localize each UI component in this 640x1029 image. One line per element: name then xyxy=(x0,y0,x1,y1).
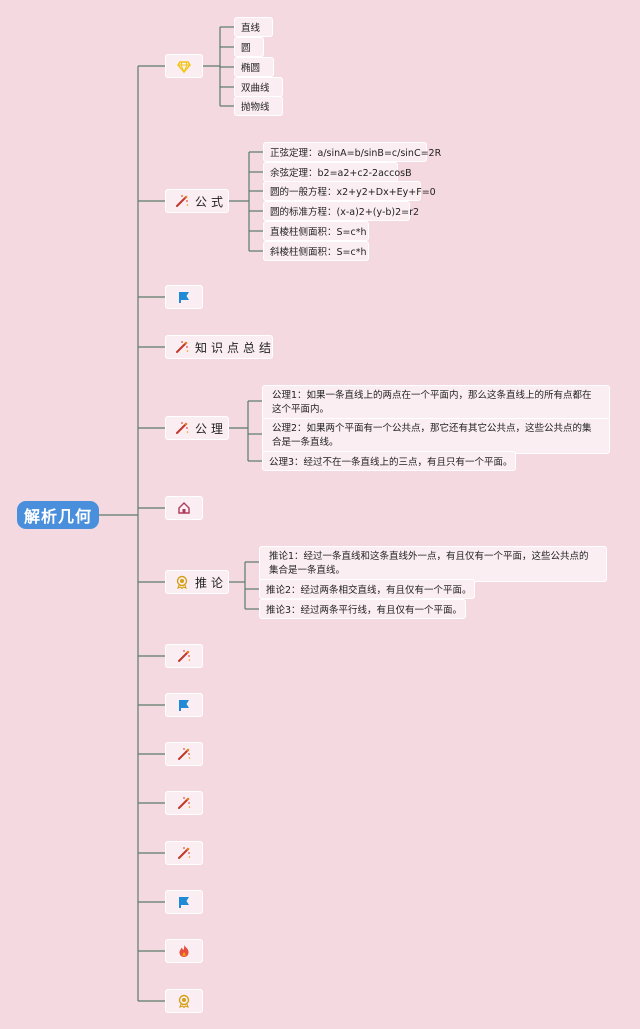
leaf-node[interactable]: 直线 xyxy=(234,17,273,37)
leaf-node[interactable]: 公理3：经过不在一条直线上的三点，有且只有一个平面。 xyxy=(262,451,516,471)
flag-icon xyxy=(177,290,191,304)
branch-node[interactable]: 推论 xyxy=(165,570,229,594)
branch-node[interactable]: 知识点总结 xyxy=(165,335,273,359)
branch-node[interactable] xyxy=(165,285,203,309)
medal-icon xyxy=(177,994,191,1008)
branch-label: 推论 xyxy=(195,575,228,590)
leaf-node[interactable]: 圆 xyxy=(234,37,264,57)
leaf-node[interactable]: 直棱柱侧面积：S=c*h xyxy=(263,221,369,241)
magic-wand-icon xyxy=(177,649,191,663)
leaf-node[interactable]: 公理1：如果一条直线上的两点在一个平面内，那么这条直线上的所有点都在这个平面内。 xyxy=(262,385,610,421)
flag-icon xyxy=(177,698,191,712)
branch-node[interactable] xyxy=(165,841,203,865)
fire-icon xyxy=(177,944,191,958)
branch-node[interactable] xyxy=(165,989,203,1013)
branch-label: 知识点总结 xyxy=(195,340,276,355)
medal-icon xyxy=(175,575,189,589)
magic-wand-icon xyxy=(177,747,191,761)
leaf-node[interactable]: 斜棱柱侧面积：S=c*h xyxy=(263,241,369,261)
magic-wand-icon xyxy=(175,194,189,208)
leaf-node[interactable]: 抛物线 xyxy=(234,96,283,116)
leaf-node[interactable]: 推论2：经过两条相交直线，有且仅有一个平面。 xyxy=(259,579,475,599)
leaf-node[interactable]: 圆的一般方程：x2+y2+Dx+Ey+F=0 xyxy=(263,181,436,201)
branch-node[interactable]: 公理 xyxy=(165,416,229,440)
branch-node[interactable] xyxy=(165,54,203,78)
flag-icon xyxy=(177,895,191,909)
branch-node[interactable] xyxy=(165,644,203,668)
leaf-node[interactable]: 推论3：经过两条平行线，有且仅有一个平面。 xyxy=(259,599,466,619)
magic-wand-icon xyxy=(175,340,189,354)
gem-icon xyxy=(177,59,191,73)
magic-wand-icon xyxy=(177,796,191,810)
root-node[interactable]: 解析几何 xyxy=(17,501,99,529)
branch-label: 公理 xyxy=(195,421,228,436)
root-label: 解析几何 xyxy=(23,507,92,526)
magic-wand-icon xyxy=(177,846,191,860)
branch-label: 公式 xyxy=(195,194,228,209)
leaf-node[interactable]: 双曲线 xyxy=(234,77,283,97)
branch-node[interactable]: 公式 xyxy=(165,189,229,213)
leaf-node[interactable]: 椭圆 xyxy=(234,57,274,77)
leaf-node[interactable]: 余弦定理：b2=a2+c2-2accosB xyxy=(263,162,412,182)
leaf-node[interactable]: 正弦定理：a/sinA=b/sinB=c/sinC=2R xyxy=(263,142,441,162)
branch-node[interactable] xyxy=(165,496,203,520)
house-icon xyxy=(177,501,191,515)
leaf-node[interactable]: 圆的标准方程：(x-a)2+(y-b)2=r2 xyxy=(263,201,419,221)
leaf-node[interactable]: 公理2：如果两个平面有一个公共点，那它还有其它公共点，这些公共点的集合是一条直线… xyxy=(262,418,610,454)
leaf-node[interactable]: 推论1：经过一条直线和这条直线外一点，有且仅有一个平面，这些公共点的集合是一条直… xyxy=(259,546,607,582)
branch-node[interactable] xyxy=(165,742,203,766)
branch-node[interactable] xyxy=(165,939,203,963)
magic-wand-icon xyxy=(175,421,189,435)
branch-node[interactable] xyxy=(165,791,203,815)
branch-node[interactable] xyxy=(165,890,203,914)
branch-node[interactable] xyxy=(165,693,203,717)
